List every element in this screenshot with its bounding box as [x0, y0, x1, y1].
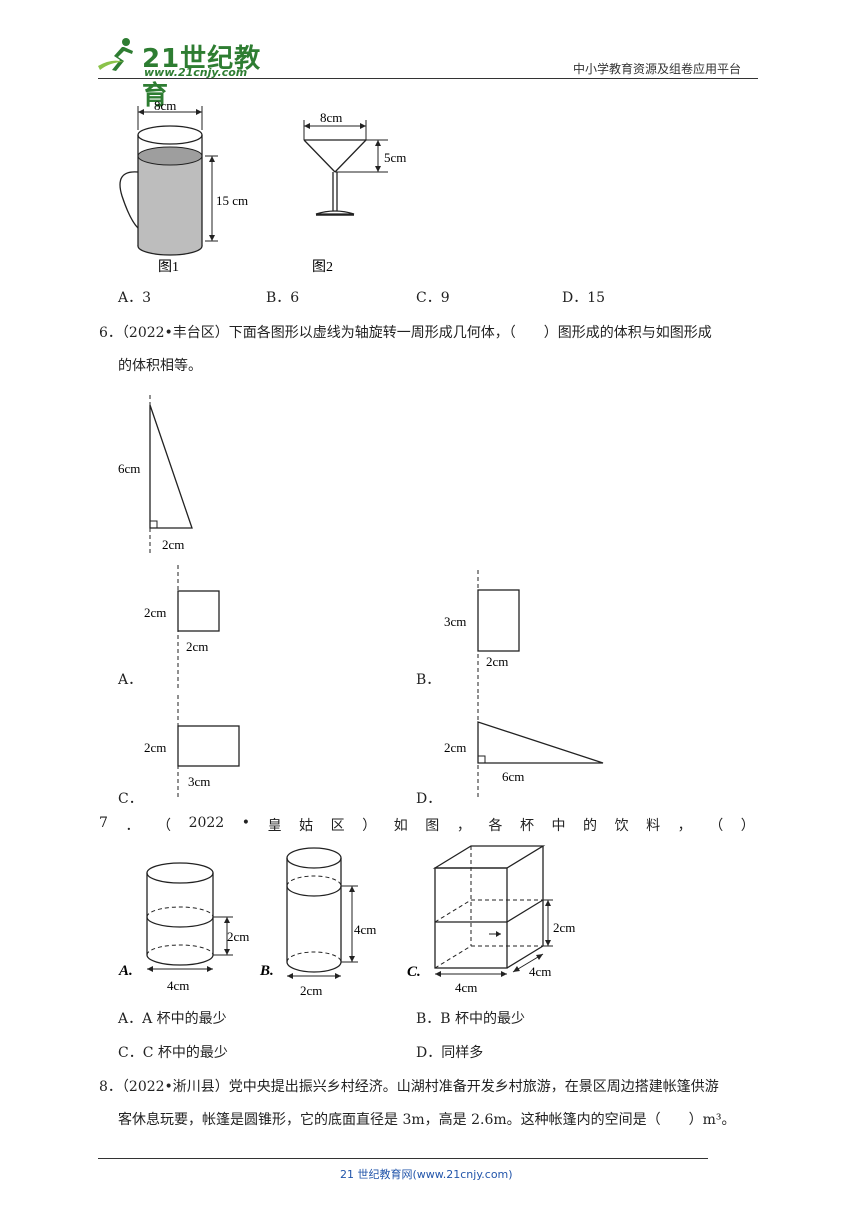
q7-option-d[interactable]: D．同样多 [416, 1045, 484, 1061]
q5-option-c[interactable]: C．9 [416, 290, 450, 306]
footer-divider [98, 1158, 708, 1159]
cup-b-h-label: 4cm [354, 922, 376, 937]
site-logo: 21世纪教育 www.21cnjy.com [96, 36, 266, 111]
q5-figure-1: 8cm 15 cm 图1 [119, 100, 248, 275]
cup-a-h-label: 2cm [227, 929, 249, 944]
fig1-width-label: 8cm [154, 100, 176, 113]
cup-c-w-label: 4cm [455, 980, 477, 995]
q7-option-a[interactable]: A．A 杯中的最少 [118, 1011, 227, 1027]
opt-c-h-label: 2cm [144, 740, 166, 755]
main-height-label: 6cm [118, 461, 140, 476]
cup-a-letter: A. [118, 963, 133, 979]
q7-cup-b-figure: B. 4cm 2cm [259, 847, 376, 998]
q7-cup-c-figure: C. 2cm 4cm 4cm [407, 845, 575, 995]
q5-option-b[interactable]: B．6 [266, 290, 300, 306]
opt-a-w-label: 2cm [186, 639, 208, 654]
q6-stem-line2: 的体积相等。 [118, 358, 202, 374]
runner-logo-icon [98, 38, 133, 71]
cup-a-w-label: 4cm [167, 978, 189, 993]
q5-option-d[interactable]: D．15 [562, 290, 606, 306]
fig1-height-label: 15 cm [216, 193, 248, 208]
opt-c-w-label: 3cm [188, 774, 210, 789]
q6-main-figure: 6cm 2cm [118, 395, 193, 555]
opt-b-w-label: 2cm [486, 654, 508, 669]
logo-url: www.21cnjy.com [144, 66, 248, 79]
header-divider [98, 78, 758, 79]
q6-stem-line1: 6．（2022•丰台区）下面各图形以虚线为轴旋转一周形成几何体，（ ）图形成的体… [99, 325, 712, 341]
q6-option-b[interactable]: B． [416, 672, 441, 688]
q6-option-c[interactable]: C． [118, 791, 143, 807]
footer-text[interactable]: 21 世纪教育网(www.21cnjy.com) [340, 1168, 513, 1181]
cup-c-letter: C. [407, 964, 421, 980]
cup-c-h-label: 2cm [553, 920, 575, 935]
q8-stem-line2: 客休息玩要，帐篷是圆锥形，它的底面直径是 3m，高是 2.6m。这种帐篷内的空间… [118, 1112, 736, 1128]
fig2-width-label: 8cm [320, 110, 342, 125]
q5-figure-2: 8cm 5cm 图2 [303, 110, 406, 275]
q7-option-c[interactable]: C．C 杯中的最少 [118, 1045, 228, 1061]
q6-option-c-figure: 2cm 3cm [144, 695, 240, 800]
opt-a-h-label: 2cm [144, 605, 166, 620]
opt-d-w-label: 6cm [502, 769, 524, 784]
opt-d-h-label: 2cm [444, 740, 466, 755]
cup-b-letter: B. [259, 963, 274, 979]
q6-option-a[interactable]: A． [118, 672, 143, 688]
q6-option-b-figure: 3cm 2cm [444, 570, 520, 695]
opt-b-h-label: 3cm [444, 614, 466, 629]
fig1-caption: 图1 [158, 260, 179, 275]
q7-cup-a-figure: A. 2cm 4cm [118, 862, 249, 993]
logo-text: 21世纪教育 [142, 44, 262, 111]
fig2-caption: 图2 [312, 260, 333, 275]
platform-title: 中小学教育资源及组卷应用平台 [573, 62, 742, 76]
q6-option-d-figure: 2cm 6cm [444, 695, 604, 800]
q7-option-b[interactable]: B．B 杯中的最少 [416, 1011, 526, 1027]
q7-stem: 7 ． （ 2022 • 皇 姑 区 ） 如 图 ， 各 杯 中 的 饮 料 ，… [99, 815, 755, 834]
q8-stem-line1: 8．（2022•淅川县）党中央提出振兴乡村经济。山湖村准备开发乡村旅游，在景区周… [99, 1079, 719, 1095]
q6-option-a-figure: 2cm 2cm [144, 565, 220, 690]
cup-b-w-label: 2cm [300, 983, 322, 998]
q5-option-a[interactable]: A．3 [118, 290, 152, 306]
q6-option-d[interactable]: D． [416, 791, 442, 807]
main-base-label: 2cm [162, 537, 184, 552]
cup-c-d-label: 4cm [529, 964, 551, 979]
fig2-height-label: 5cm [384, 150, 406, 165]
